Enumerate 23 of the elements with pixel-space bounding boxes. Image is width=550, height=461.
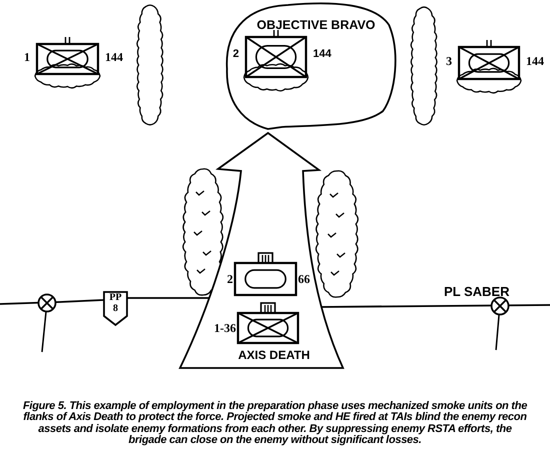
unit-designation: 144 bbox=[105, 50, 123, 65]
smoke-column bbox=[409, 4, 439, 128]
unit-designation: 66 bbox=[298, 272, 310, 286]
unit-designation: 1-36 bbox=[213, 320, 236, 336]
unit-designation: 2 bbox=[232, 48, 239, 62]
unit-designation: 144 bbox=[526, 54, 544, 69]
unit-designation: 1 bbox=[23, 50, 30, 65]
figure-caption: Figure 5. This example of employment in the preparation phase uses mechanized smoke units on the flanks of Axis Death to protect the force. Projected smoke and HE fired at TAIs blind the enemy recon assets and isolate enemy formations from each other. By suppressing enemy RSTA efforts, the brigade can close on the enemy without significant losses. bbox=[22, 401, 528, 447]
unit-symbol bbox=[454, 39, 524, 95]
phase-line-label: PL SABER bbox=[444, 284, 510, 299]
unit-symbol bbox=[238, 302, 298, 344]
smoke-column bbox=[135, 2, 165, 128]
axis-name: AXIS DEATH bbox=[237, 349, 311, 362]
axis-of-advance-arrow bbox=[178, 130, 346, 370]
unit-designation: 2 bbox=[226, 272, 233, 286]
passage-point-label: PP 8 bbox=[108, 293, 123, 314]
objective-name: OBJECTIVE BRAVO bbox=[256, 19, 376, 32]
unit-designation: 144 bbox=[313, 48, 332, 62]
unit-designation: 3 bbox=[445, 54, 452, 69]
passage-point-marker bbox=[103, 291, 128, 326]
unit-symbol bbox=[235, 252, 296, 296]
unit-symbol bbox=[32, 36, 103, 90]
unit-symbol bbox=[241, 29, 311, 93]
